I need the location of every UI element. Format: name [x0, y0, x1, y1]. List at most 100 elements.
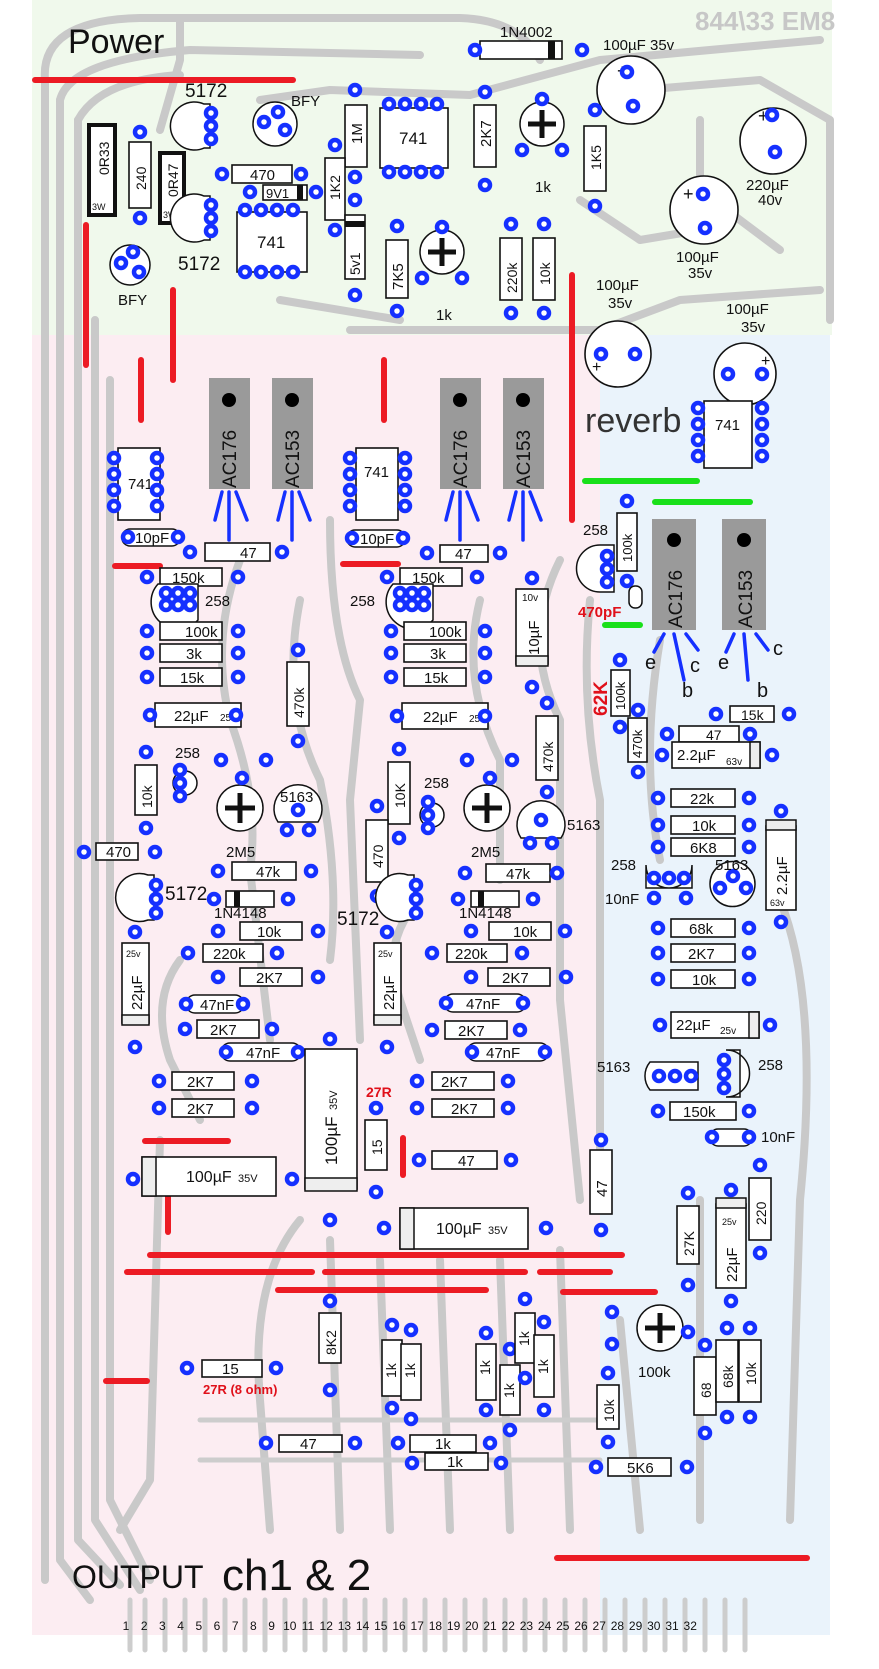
svg-text:741: 741	[364, 464, 389, 481]
svg-text:47k: 47k	[506, 866, 531, 883]
svg-text:5163: 5163	[715, 857, 748, 874]
svg-text:15: 15	[369, 1139, 385, 1155]
svg-text:47: 47	[458, 1153, 475, 1170]
svg-text:10k: 10k	[692, 972, 717, 989]
svg-text:10pF: 10pF	[360, 531, 394, 548]
svg-text:27K: 27K	[681, 1230, 697, 1256]
svg-text:5163: 5163	[597, 1059, 630, 1076]
connector-pin-number: 5	[195, 1619, 202, 1633]
svg-text:3k: 3k	[186, 646, 202, 663]
svg-text:35V: 35V	[328, 1090, 340, 1110]
label-62k: 62K	[591, 681, 612, 716]
svg-text:+: +	[761, 353, 770, 370]
svg-text:1k: 1k	[477, 1359, 493, 1375]
svg-text:15k: 15k	[180, 670, 205, 687]
svg-text:35V: 35V	[238, 1173, 258, 1185]
svg-text:5172: 5172	[165, 884, 207, 905]
svg-text:47nF: 47nF	[246, 1045, 280, 1062]
svg-text:b: b	[757, 680, 768, 702]
power-section-title: Power	[68, 23, 164, 61]
connector-pin-number: 20	[465, 1619, 479, 1633]
svg-text:220k: 220k	[504, 262, 520, 293]
connector-pin-number: 7	[232, 1619, 239, 1633]
connector-pin-number: 31	[665, 1619, 679, 1633]
connector-pin-number: 12	[320, 1619, 334, 1633]
svg-text:2K7: 2K7	[210, 1022, 237, 1039]
svg-text:47: 47	[594, 1180, 611, 1197]
svg-text:63v: 63v	[770, 898, 785, 908]
power-section-components: 1N4002 + 100µF 35v + 220µF 40v + 100µF 3…	[87, 24, 807, 406]
svg-text:100k: 100k	[429, 624, 462, 641]
svg-text:1k: 1k	[436, 307, 452, 324]
svg-text:10v: 10v	[522, 593, 538, 604]
svg-text:10k: 10k	[513, 924, 538, 941]
connector-pin-number: 27	[593, 1619, 607, 1633]
svg-text:258: 258	[758, 1057, 783, 1074]
svg-text:1k: 1k	[501, 1382, 517, 1398]
connector-pin-number: 6	[214, 1619, 221, 1633]
svg-text:2K7: 2K7	[502, 970, 529, 987]
svg-text:+: +	[592, 359, 601, 376]
svg-text:1k: 1k	[447, 1454, 463, 1471]
transistor-ac176-ch2: AC176	[440, 378, 481, 489]
svg-text:35v: 35v	[688, 265, 713, 282]
svg-text:40v: 40v	[758, 192, 783, 209]
svg-text:100µF 35v: 100µF 35v	[603, 37, 675, 54]
connector-pin-number: 32	[684, 1619, 698, 1633]
svg-text:22µF: 22µF	[423, 709, 458, 726]
svg-text:e: e	[645, 652, 656, 674]
svg-text:1N4002: 1N4002	[500, 24, 553, 41]
svg-text:68: 68	[698, 1382, 714, 1398]
svg-text:63v: 63v	[726, 757, 742, 768]
svg-text:1K2: 1K2	[327, 175, 343, 200]
svg-text:22µF: 22µF	[676, 1017, 711, 1034]
svg-text:470: 470	[106, 844, 131, 861]
svg-text:25v: 25v	[469, 714, 485, 725]
svg-text:2.2µF: 2.2µF	[774, 856, 791, 895]
svg-text:BFY: BFY	[118, 292, 147, 309]
svg-text:220k: 220k	[213, 946, 246, 963]
svg-text:25v: 25v	[220, 713, 236, 724]
svg-text:2K7: 2K7	[478, 120, 495, 147]
svg-text:15k: 15k	[424, 670, 449, 687]
svg-text:100µF: 100µF	[596, 277, 639, 294]
green-links	[582, 478, 753, 628]
label-27r-8ohm: 27R (8 ohm)	[203, 1382, 277, 1397]
svg-text:258: 258	[350, 593, 375, 610]
svg-text:2K7: 2K7	[451, 1101, 478, 1118]
svg-text:1k: 1k	[516, 1330, 532, 1346]
label-27r-a: 27R	[366, 1084, 392, 1100]
svg-text:5172: 5172	[185, 81, 227, 102]
svg-text:25v: 25v	[722, 1217, 737, 1227]
svg-text:10k: 10k	[601, 1398, 617, 1422]
connector-pin-number: 17	[411, 1619, 425, 1633]
svg-text:10k: 10k	[139, 784, 155, 808]
connector-pin-number: 22	[502, 1619, 516, 1633]
connector-pin-number: 19	[447, 1619, 461, 1633]
svg-text:e: e	[718, 652, 729, 674]
svg-text:AC153: AC153	[514, 430, 535, 488]
svg-text:258: 258	[205, 593, 230, 610]
connector-pin-number: 18	[429, 1619, 443, 1633]
svg-text:+: +	[683, 184, 694, 204]
svg-text:+: +	[758, 106, 769, 126]
power-transistors: AC176 AC153 AC176 AC153 AC176 AC153	[209, 378, 770, 682]
svg-text:AC176: AC176	[666, 570, 687, 628]
svg-text:150k: 150k	[412, 570, 445, 587]
svg-text:22µF: 22µF	[724, 1248, 741, 1283]
svg-text:8K2: 8K2	[323, 1330, 339, 1355]
svg-text:2M5: 2M5	[471, 844, 500, 861]
svg-text:258: 258	[611, 857, 636, 874]
svg-text:AC176: AC176	[451, 430, 472, 488]
svg-text:100k: 100k	[185, 624, 218, 641]
svg-text:100µF: 100µF	[436, 1221, 482, 1238]
channel-label: ch1 & 2	[222, 1551, 371, 1600]
svg-text:220µF: 220µF	[746, 177, 789, 194]
svg-text:258: 258	[583, 522, 608, 539]
transistor-ac153-reverb: AC153	[722, 519, 766, 630]
svg-text:1k: 1k	[535, 1358, 551, 1374]
svg-text:470k: 470k	[540, 741, 556, 772]
svg-text:0R47: 0R47	[165, 163, 181, 197]
